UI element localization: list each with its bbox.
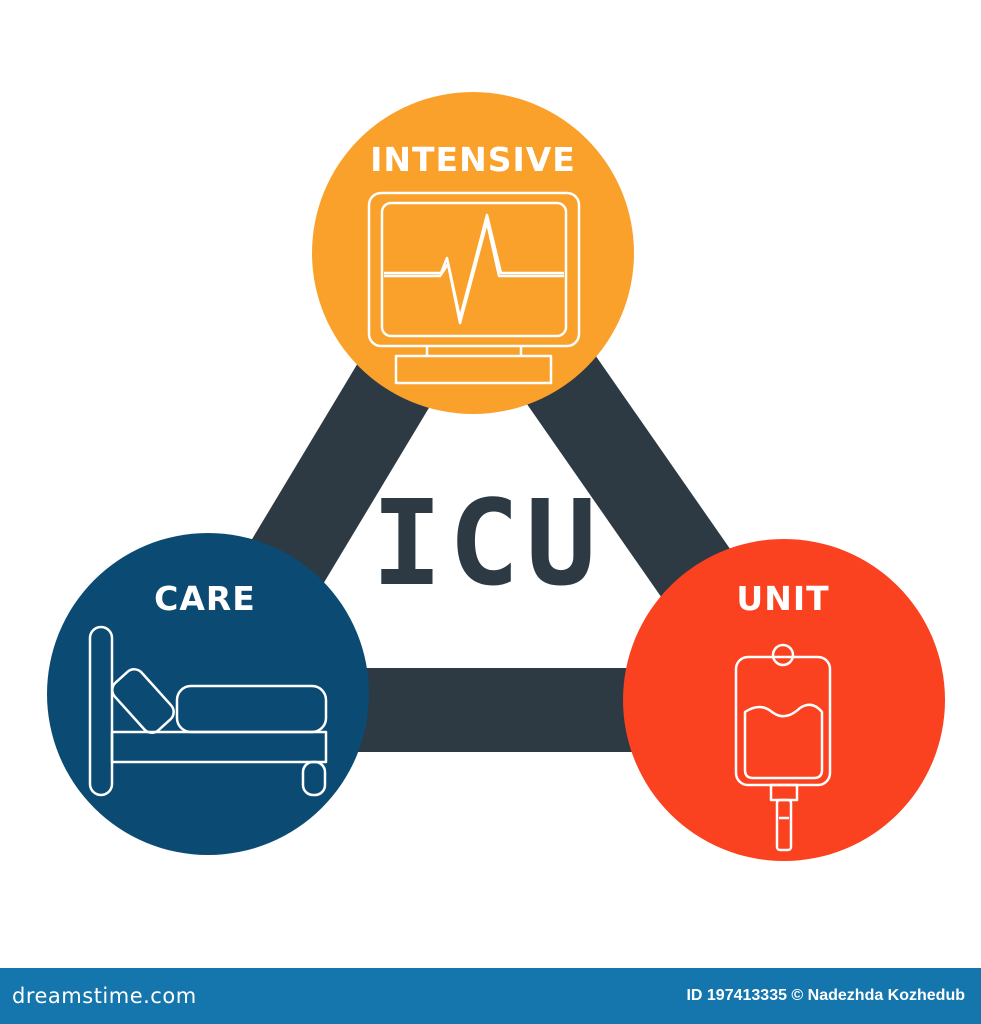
- heart-monitor-icon: [367, 191, 581, 385]
- unit-circle: [623, 539, 945, 861]
- icu-center-title: ICU: [371, 474, 603, 612]
- intensive-circle: [312, 92, 634, 414]
- care-label: CARE: [154, 579, 256, 618]
- dreamstime-logo[interactable]: dreamstime.com: [12, 984, 197, 1008]
- iv-drip-bag-icon: [734, 643, 832, 852]
- icu-acronym-diagram: INTENSIVE CARE UNIT ICU: [47, 92, 945, 861]
- image-credit: ID 197413335 © Nadezhda Kozhedub: [686, 987, 965, 1004]
- stock-footer-bar: dreamstime.com ID 197413335 © Nadezhda K…: [0, 968, 981, 1024]
- care-circle: [47, 533, 369, 855]
- hospital-bed-icon: [88, 625, 328, 797]
- intensive-label: INTENSIVE: [370, 140, 576, 179]
- diagram-graphics: [47, 92, 945, 861]
- unit-label: UNIT: [736, 579, 830, 618]
